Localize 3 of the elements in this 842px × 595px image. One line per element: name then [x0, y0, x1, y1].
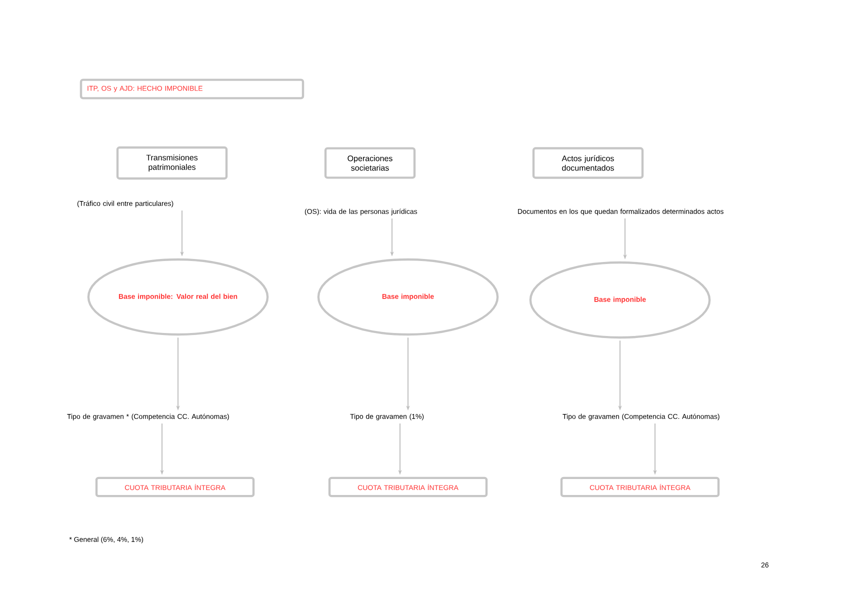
category-box: Actos jurídicos documentados [532, 147, 644, 179]
category-box: Transmisiones patrimoniales [116, 146, 228, 180]
category-box: Operaciones societarias [324, 147, 416, 179]
